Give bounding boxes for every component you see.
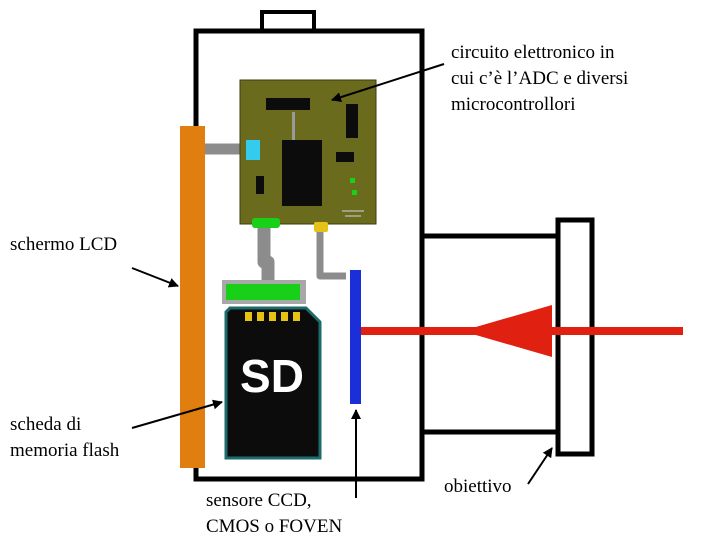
label-lcd: schermo LCD: [10, 234, 118, 255]
label-circuit: circuito elettronico in cui c’è l’ADC e …: [451, 42, 629, 115]
lens-front-ring: [555, 217, 595, 457]
image-sensor: [350, 270, 361, 404]
flash-memory: SD: [222, 280, 322, 460]
sd-pin: [269, 312, 276, 321]
sd-pin: [257, 312, 264, 321]
pcb-dot-2: [352, 190, 357, 195]
arrow-flash: [131, 399, 223, 429]
arrow-circuit: [331, 63, 445, 103]
pcb-dot-1: [350, 178, 355, 183]
connector-green-bottom: [252, 218, 280, 228]
sd-pin: [281, 312, 288, 321]
sd-pin: [245, 312, 252, 321]
pcb-chip-right: [346, 104, 358, 138]
flash-connector-green: [226, 284, 300, 300]
arrow-lcd: [131, 267, 179, 288]
sd-card-label: SD: [240, 350, 304, 402]
light-ray: [361, 305, 683, 357]
label-lens: obiettivo: [444, 476, 512, 497]
arrow-lens: [527, 447, 553, 485]
label-flash: scheda di memoria flash: [10, 414, 120, 461]
pcb-chip-small: [336, 152, 354, 162]
pcb-chip-left: [256, 176, 264, 194]
lcd-screen: [180, 126, 205, 468]
pcb-chip-main: [282, 140, 322, 206]
connector-yellow-bottom: [314, 222, 328, 232]
circuit-board: [239, 79, 377, 232]
annotation-arrows: [131, 63, 553, 498]
sd-pin: [293, 312, 300, 321]
connector-cyan: [246, 140, 260, 160]
sd-card: [224, 306, 322, 460]
pcb-line-2: [345, 215, 361, 217]
cable-board-to-sensor: [316, 232, 346, 280]
pcb-chip-top: [266, 98, 310, 110]
pcb-line-1: [342, 210, 364, 212]
shutter-button: [260, 10, 316, 33]
label-sensor: sensore CCD, CMOS o FOVEN: [206, 490, 343, 537]
light-ray-arrowhead: [462, 305, 552, 357]
cable-board-to-flash: [257, 228, 275, 286]
pcb-trace: [292, 112, 295, 140]
